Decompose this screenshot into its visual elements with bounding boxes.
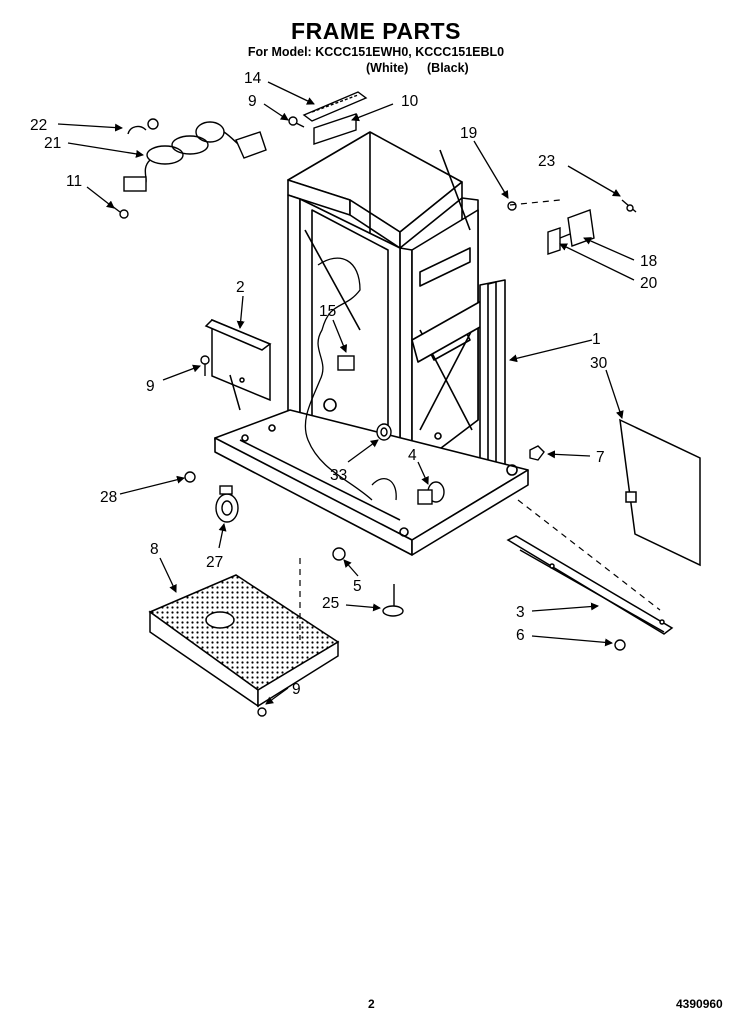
callout-8: 8 — [150, 541, 159, 558]
connector-part — [337, 355, 355, 371]
page-title: FRAME PARTS — [291, 18, 461, 44]
callout-30: 30 — [590, 355, 608, 372]
nut-right-part — [529, 445, 545, 461]
page-number: 2 — [368, 997, 375, 1011]
hidden-lines — [299, 199, 661, 640]
capacitor-part — [417, 481, 445, 505]
callout-18: 18 — [640, 253, 657, 270]
callout-4: 4 — [408, 447, 417, 464]
screw-right-part — [507, 201, 517, 211]
callout-27: 27 — [206, 554, 223, 571]
model-numbers: For Model: KCCC151EWH0, KCCC151EBL0 — [247, 45, 505, 59]
frame-cabinet — [214, 131, 529, 556]
callout-2: 2 — [236, 279, 245, 296]
callout-33: 33 — [330, 467, 347, 484]
callout-9-top: 9 — [248, 93, 257, 110]
leader-lines — [57, 81, 635, 705]
callout-25: 25 — [322, 595, 339, 612]
callout-10: 10 — [401, 93, 419, 110]
screw-rail-part — [614, 639, 626, 651]
cord-clamp-part — [127, 118, 159, 135]
callout-23: 23 — [538, 153, 555, 170]
grommet-part — [376, 423, 392, 441]
callout-9-bottom: 9 — [292, 681, 301, 698]
callout-1: 1 — [592, 331, 601, 348]
callout-11: 11 — [66, 173, 82, 190]
callout-20: 20 — [640, 275, 658, 292]
callout-19: 19 — [460, 125, 477, 142]
power-cord-part — [123, 121, 267, 192]
callout-28: 28 — [100, 489, 117, 506]
bracket-part — [313, 113, 357, 145]
screw-mid-part — [200, 355, 210, 376]
screw-bottom-part — [257, 707, 267, 717]
callout-6: 6 — [516, 627, 525, 644]
callout-3: 3 — [516, 604, 525, 621]
rail-part — [506, 535, 674, 635]
callout-7: 7 — [596, 449, 605, 466]
base-grille-part — [148, 574, 340, 708]
nut-left-part — [184, 471, 196, 483]
color-black-label: (Black) — [427, 61, 469, 75]
callout-21: 21 — [44, 135, 61, 152]
caster-part — [215, 485, 239, 523]
screw-23-part — [621, 199, 637, 213]
callout-15: 15 — [319, 303, 336, 320]
switch-assembly-part — [547, 209, 595, 255]
side-panel-part — [619, 418, 701, 567]
leveling-foot-part — [382, 584, 404, 617]
callout-9-mid: 9 — [146, 378, 155, 395]
screw-top-part — [288, 116, 305, 128]
callout-14: 14 — [244, 70, 262, 87]
screw-left-part — [111, 205, 129, 219]
callout-22: 22 — [30, 117, 47, 134]
cover-plate-part — [204, 318, 272, 411]
callout-5: 5 — [353, 578, 362, 595]
color-white-label: (White) — [366, 61, 409, 75]
document-number: 4390960 — [676, 997, 723, 1011]
terminal-strip-part — [302, 91, 368, 122]
nut-bottom-part — [332, 547, 346, 561]
